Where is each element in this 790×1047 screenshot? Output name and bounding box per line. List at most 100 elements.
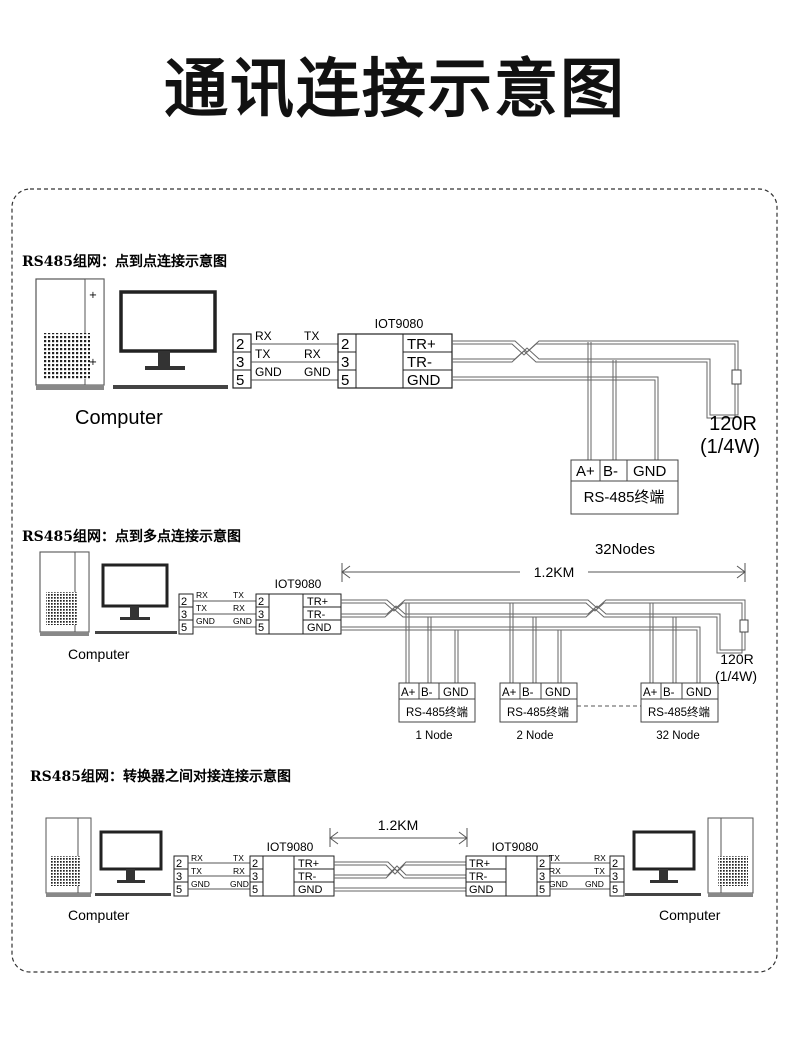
node-terminal: GND [545,687,571,699]
signal-label: RX [196,590,208,600]
node-name: RS-485终端 [648,705,710,719]
computer-tower-icon [45,817,92,897]
terminal-label: TR- [307,609,326,621]
device-box [249,855,335,897]
terminal-label: GND [407,372,441,389]
monitor-icon [119,290,217,370]
monitor-icon [632,830,696,883]
node-terminal: GND [443,687,469,699]
pin-label: 2 [539,858,545,870]
signal-label: GND [230,879,249,889]
resistor-icon [731,369,742,385]
section-3-heading: RS485组网：转换器之间对接连接示意图 [30,768,291,785]
rs485-bus [452,340,739,460]
terminal-label: TR+ [469,858,490,870]
signal-label: GND [585,879,604,889]
node-terminal: A+ [401,687,416,699]
pin-label: 3 [252,871,258,883]
node-caption: 32 Node [656,730,699,742]
signal-label: TX [233,590,244,600]
node-name: RS-485终端 [507,705,569,719]
node-terminal: B- [663,687,675,699]
section-1-heading: RS485组网：点到点连接示意图 [22,253,227,270]
signal-label: GND [233,616,252,626]
pin-label: 3 [181,609,187,621]
terminal-label: TR- [407,354,432,371]
pin-label: 2 [176,858,182,870]
pin-label: 5 [181,622,187,634]
pin-label: 2 [341,336,349,353]
terminal-label: TR- [469,871,488,883]
keyboard-icon [113,385,228,389]
pin-label: 2 [181,596,187,608]
rs485-node: A+ B- GND RS-485终端 2 Node [499,682,578,742]
computer-label: Computer [68,646,130,662]
pin-label: 3 [258,609,264,621]
signal-label: TX [304,329,319,343]
section-point-to-point: RS485组网：点到点连接示意图 + + Computer 2 3 5 [22,253,760,515]
keyboard-icon [625,893,701,896]
resistor-power: (1/4W) [715,668,757,684]
signal-label: RX [549,866,561,876]
section-converter-to-converter: RS485组网：转换器之间对接连接示意图 Computer 2 3 5 RX T… [30,768,754,923]
terminal-label: TR+ [298,858,319,870]
signal-label: RX [255,329,272,343]
section-2-heading: RS485组网：点到多点连接示意图 [22,528,241,545]
signal-label: GND [304,365,331,379]
resistor-icon [739,619,749,633]
monitor-icon [101,563,169,620]
pin-label: 3 [341,354,349,371]
node-caption: 1 Node [415,730,452,742]
distance-arrow [329,828,468,847]
pin-label: 5 [539,884,545,896]
node-terminal: B- [421,687,433,699]
signal-label: RX [304,347,321,361]
pin-label: 5 [236,372,244,389]
node-terminal: A+ [576,463,595,480]
terminal-label: TR+ [307,596,328,608]
computer-label: Computer [75,407,163,429]
terminal-label: GND [298,884,323,896]
pin-label: 5 [176,884,182,896]
signal-label: GND [196,616,215,626]
device-box [255,593,342,635]
pin-label: 5 [258,622,264,634]
svg-text:+: + [89,290,97,301]
node-caption: 2 Node [516,730,553,742]
pin-label: 3 [236,354,244,371]
outer-frame [11,188,778,973]
computer-label: Computer [659,907,721,923]
device-name: IOT9080 [267,840,314,854]
node-count-label: 32Nodes [595,541,655,558]
monitor-icon [99,830,163,883]
node-terminal: A+ [502,687,517,699]
rs485-bus [341,599,746,683]
signal-label: GND [549,879,568,889]
device-box [337,333,453,389]
device-box [465,855,551,897]
signal-label: TX [594,866,605,876]
terminal-label: TR+ [407,336,436,353]
node-terminal: B- [603,463,618,480]
svg-text:+: + [89,357,97,368]
computer-label: Computer [68,907,130,923]
distance-label: 1.2KM [378,817,418,833]
rs485-node: A+ B- GND RS-485终端 1 Node [398,682,476,742]
signal-label: TX [191,866,202,876]
pin-label: 2 [252,858,258,870]
distance-label: 1.2KM [534,564,574,580]
rs485-bus [334,861,466,892]
node-terminal: GND [633,463,667,480]
rs485-node: A+ B- GND RS-485终端 32 Node [640,682,719,742]
device-name: IOT9080 [275,577,322,591]
signal-label: TX [196,603,207,613]
node-terminal: GND [686,687,712,699]
rs485-node: A+ B- GND RS-485终端 [570,459,679,515]
page-title: 通讯连接示意图 [164,53,626,127]
pin-label: 2 [236,336,244,353]
pin-label: 3 [539,871,545,883]
pin-label: 5 [612,884,618,896]
node-terminal: B- [522,687,534,699]
resistor-value: 120R [709,413,757,435]
